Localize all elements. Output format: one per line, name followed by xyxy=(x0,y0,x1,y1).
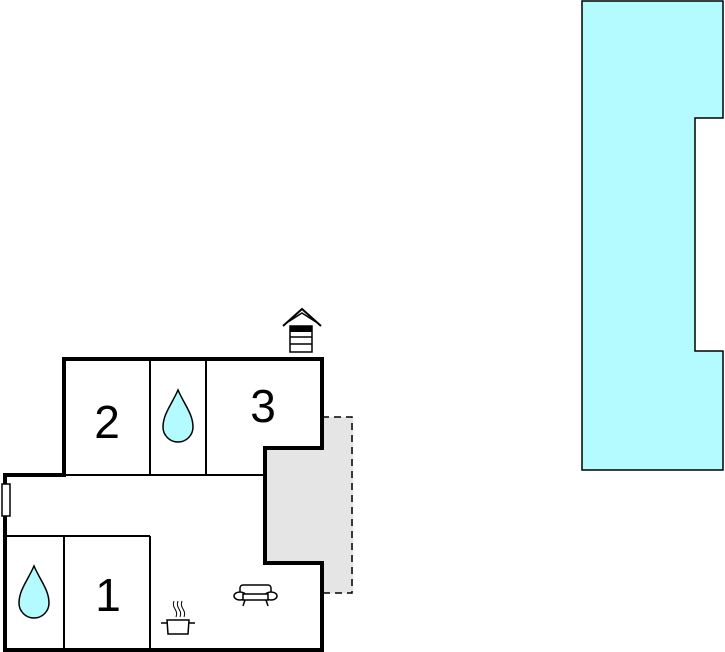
window-icon xyxy=(1,483,11,517)
water-drop-icon xyxy=(18,564,50,619)
terrace xyxy=(322,417,353,593)
terrace-dashed-edge xyxy=(322,416,353,594)
room-label-3: 3 xyxy=(250,380,276,432)
water-drop-icon xyxy=(162,388,194,443)
terrace-notch xyxy=(265,448,322,563)
sofa-icon xyxy=(233,584,278,607)
outer-wall xyxy=(3,357,324,652)
swimming-pool xyxy=(581,0,724,471)
room-label-1: 1 xyxy=(95,569,121,621)
cooking-pot-icon xyxy=(161,600,195,635)
house-entrance-icon xyxy=(282,307,322,353)
room-label-2: 2 xyxy=(94,396,120,448)
